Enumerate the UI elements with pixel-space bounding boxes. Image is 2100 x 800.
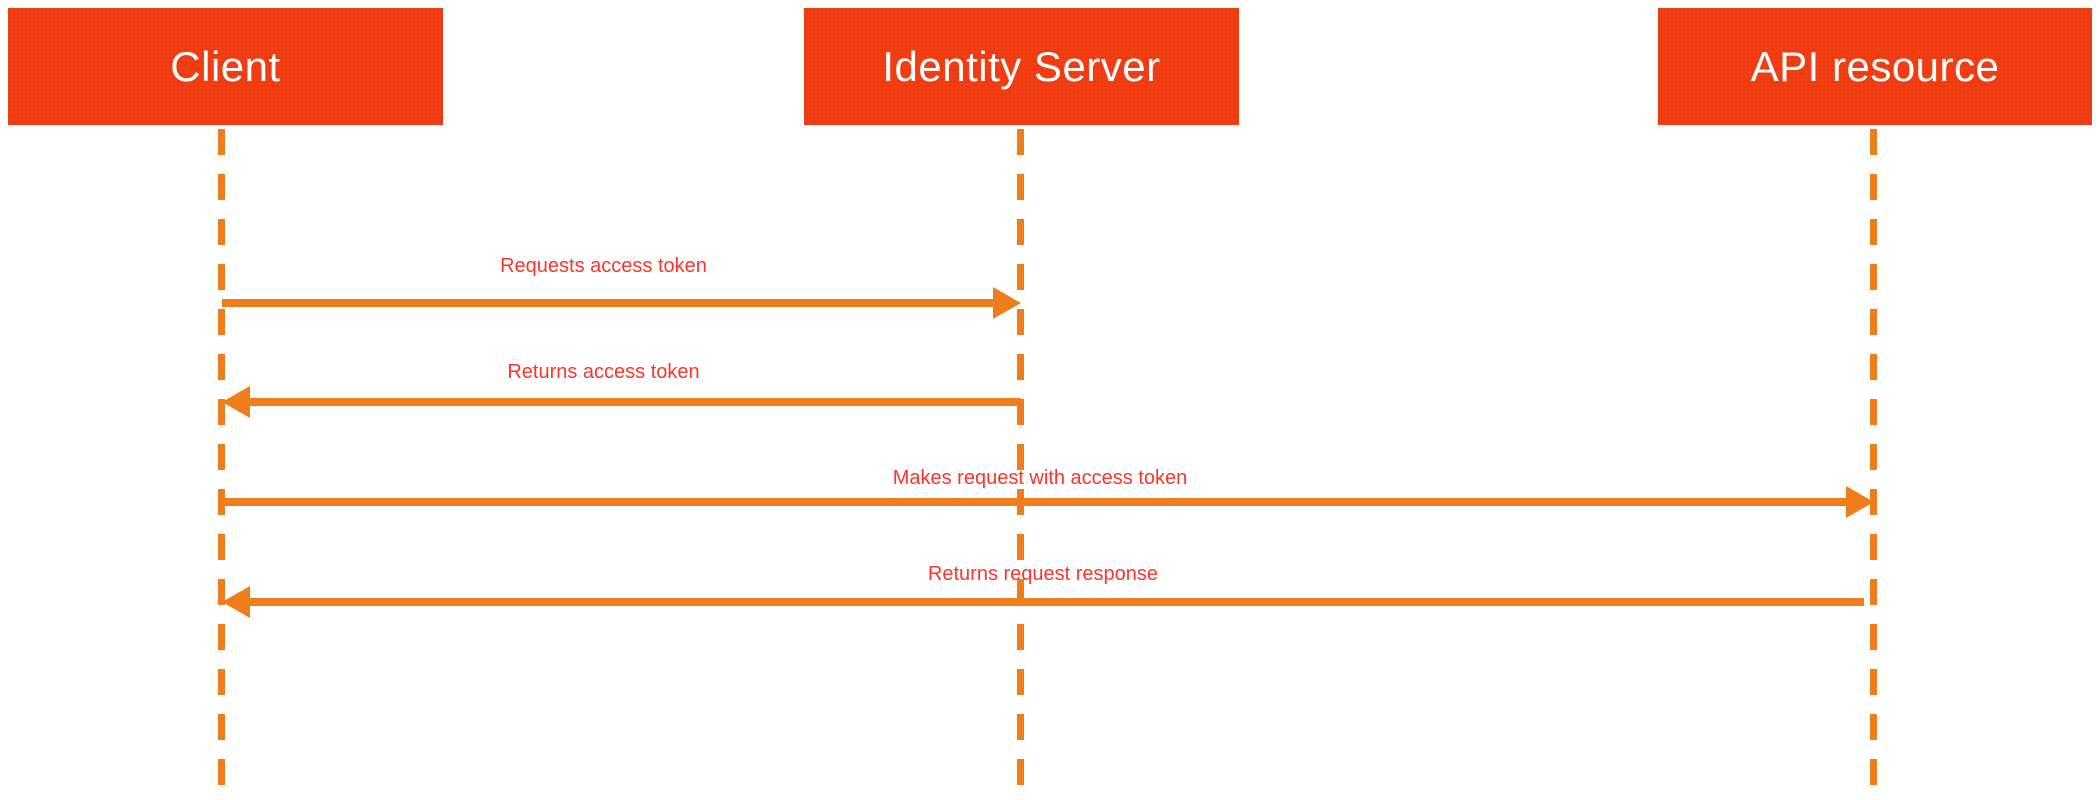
actor-label-api-resource: API resource — [1750, 42, 2000, 90]
message-label: Requests access token — [500, 255, 707, 277]
lifeline-client — [218, 129, 225, 800]
actor-box-api-resource: API resource — [1658, 8, 2092, 125]
arrow-shaft — [222, 299, 993, 307]
lifeline-api-resource — [1870, 129, 1877, 800]
actor-label-identity-server: Identity Server — [882, 42, 1161, 90]
arrowhead-right-icon — [993, 287, 1021, 319]
actor-box-identity-server: Identity Server — [804, 8, 1239, 125]
lifeline-identity-server — [1017, 129, 1024, 800]
arrow-shaft — [250, 598, 1864, 606]
arrowhead-right-icon — [1846, 486, 1874, 518]
arrowhead-left-icon — [222, 386, 250, 418]
actor-box-client: Client — [8, 8, 443, 125]
actor-label-client: Client — [170, 42, 281, 90]
arrow-shaft — [250, 398, 1021, 406]
message-label: Returns access token — [507, 361, 700, 383]
arrowhead-left-icon — [222, 586, 250, 618]
message-label: Returns request response — [927, 563, 1159, 585]
message-label: Makes request with access token — [892, 467, 1188, 489]
arrow-shaft — [222, 498, 1846, 506]
